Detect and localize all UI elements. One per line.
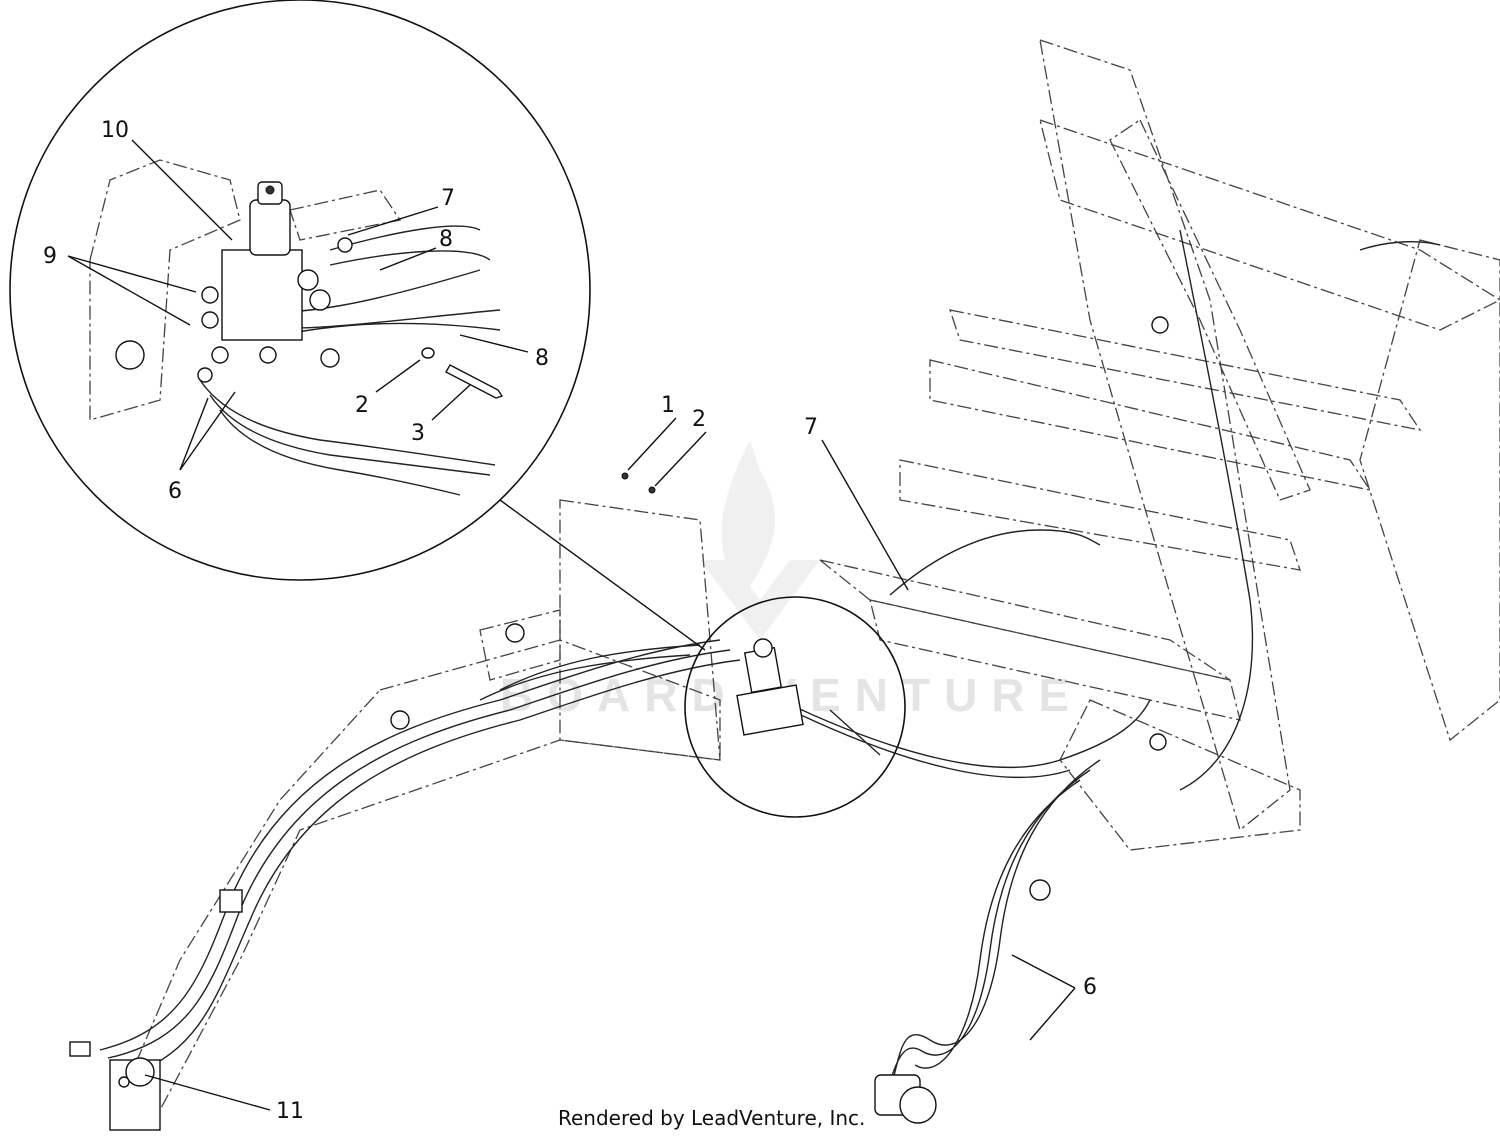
render-credit: Rendered by LeadVenture, Inc.	[558, 1106, 866, 1130]
watermark-logo	[700, 440, 820, 640]
callout-c3: 3	[411, 421, 425, 446]
frame-outline	[119, 39, 1500, 1111]
callout-c7a: 7	[441, 186, 455, 211]
callout-c6b: 6	[1083, 975, 1097, 1000]
callout-c8b: 8	[535, 346, 549, 371]
hydraulic-hoses	[99, 229, 1441, 1096]
callout-c6a: 6	[168, 479, 182, 504]
detail-reference-circle	[684, 596, 906, 818]
callout-c2b: 2	[692, 407, 706, 432]
callout-c9: 9	[43, 244, 57, 269]
callout-c8a: 8	[439, 227, 453, 252]
leader-lines	[67, 139, 1076, 1111]
callout-c7b: 7	[804, 415, 818, 440]
callout-c2a: 2	[355, 393, 369, 418]
main-assembly-parts	[69, 316, 1169, 1131]
callout-c1: 1	[661, 393, 675, 418]
detail-inset	[9, 0, 591, 581]
detail-connector-line	[499, 499, 706, 651]
callout-c11: 11	[276, 1099, 304, 1124]
callout-c10: 10	[101, 118, 129, 143]
